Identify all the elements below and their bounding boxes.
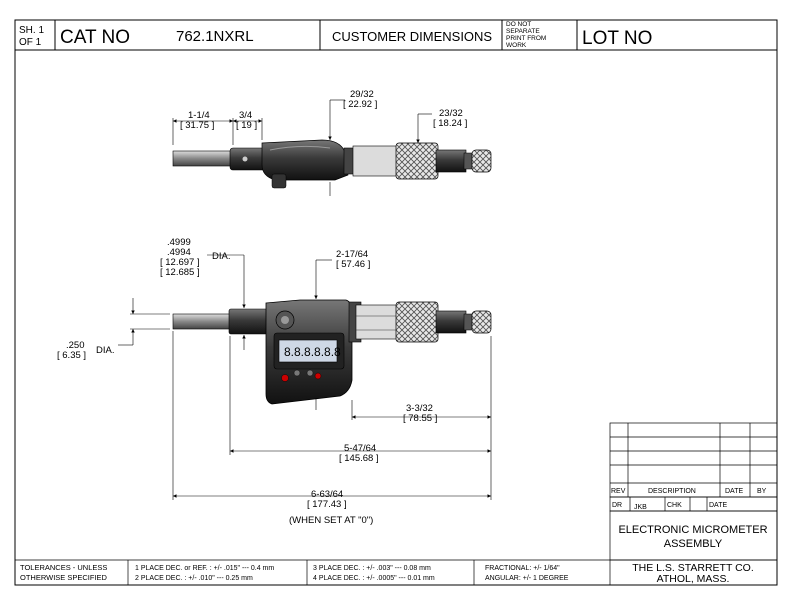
tolerance-two-place: 2 PLACE DEC. : +/- .010" --- 0.25 mm xyxy=(135,575,253,582)
sheet-border xyxy=(14,19,778,586)
tolerance-three-place: 3 PLACE DEC. : +/- .003" --- 0.08 mm xyxy=(313,565,431,572)
front-view-dimension-lines xyxy=(118,254,492,500)
dim-332-frac: 3-3/32 xyxy=(406,403,433,414)
tolerance-label-1: TOLERANCES - UNLESS xyxy=(20,563,107,572)
dr-value: JKB xyxy=(634,504,647,511)
dim-250-label: DIA. xyxy=(96,345,114,356)
dia-value-2: .4994 xyxy=(167,247,191,258)
tolerance-four-place: 4 PLACE DEC. : +/- .0005" --- 0.01 mm xyxy=(313,575,435,582)
dim-257-mm: [ 57.46 ] xyxy=(336,259,370,270)
lot-no-label: LOT NO xyxy=(582,28,652,49)
dia-value-3: [ 12.697 ] xyxy=(160,257,200,268)
company-name: THE L.S. STARRETT CO. xyxy=(632,562,754,574)
cat-no-value: 762.1NXRL xyxy=(176,28,254,45)
rev-header: REV xyxy=(611,488,626,495)
dr-label: DR xyxy=(612,502,622,509)
dim-a-mm: [ 31.75 ] xyxy=(180,120,214,131)
tolerance-label-2: OTHERWISE SPECIFIED xyxy=(20,573,108,582)
top-view-dimension-lines xyxy=(172,99,432,196)
dim-d-frac: 23/32 xyxy=(439,108,463,119)
description-header: DESCRIPTION xyxy=(648,488,696,495)
dia-value-1: .4999 xyxy=(167,237,191,248)
dim-c-mm: [ 22.92 ] xyxy=(343,99,377,110)
dim-547-mm: [ 145.68 ] xyxy=(339,453,379,464)
drawing-title-line1: ELECTRONIC MICROMETER xyxy=(618,524,767,536)
do-not-separate-4: WORK xyxy=(506,42,527,49)
tolerance-fractional: FRACTIONAL: +/- 1/64" xyxy=(485,565,560,572)
dim-332-mm: [ 78.55 ] xyxy=(403,413,437,424)
sheet-number: SH. 1 xyxy=(19,25,44,36)
set-at-zero-note: (WHEN SET AT "0") xyxy=(289,515,373,526)
dim-250-frac: .250 xyxy=(66,340,85,351)
dim-b-frac: 3/4 xyxy=(239,110,252,121)
do-not-separate-1: DO NOT xyxy=(506,21,531,28)
dia-label: DIA. xyxy=(212,251,230,262)
front-view-micrometer: 8.8.8.8.8.8 xyxy=(172,299,492,405)
by-header: BY xyxy=(757,488,767,495)
do-not-separate-2: SEPARATE xyxy=(506,28,540,35)
header-block xyxy=(15,20,777,51)
cat-no-label: CAT NO xyxy=(60,27,130,48)
top-view-micrometer xyxy=(172,139,492,189)
dim-b-mm: [ 19 ] xyxy=(236,120,257,131)
chk-label: CHK xyxy=(667,502,682,509)
dia-value-4: [ 12.685 ] xyxy=(160,267,200,278)
tolerance-one-place: 1 PLACE DEC. or REF. : +/- .015" --- 0.4… xyxy=(135,565,274,572)
tolerance-strip xyxy=(15,559,777,585)
sheet-of: OF 1 xyxy=(19,37,42,48)
dim-663-mm: [ 177.43 ] xyxy=(307,499,347,510)
dim-250-mm: [ 6.35 ] xyxy=(57,350,86,361)
lcd-display: 8.8.8.8.8.8 xyxy=(284,345,341,359)
dim-d-mm: [ 18.24 ] xyxy=(433,118,467,129)
date-header: DATE xyxy=(725,488,743,495)
date-label: DATE xyxy=(709,502,727,509)
company-location: ATHOL, MASS. xyxy=(657,573,730,585)
dim-257-frac: 2-17/64 xyxy=(336,249,368,260)
drawing-title-line2: ASSEMBLY xyxy=(664,538,723,550)
tolerance-angular: ANGULAR: +/- 1 DEGREE xyxy=(485,575,569,582)
dim-a-frac: 1-1/4 xyxy=(188,110,210,121)
dim-547-frac: 5-47/64 xyxy=(344,443,376,454)
do-not-separate-3: PRINT FROM xyxy=(506,35,546,42)
dim-663-frac: 6-63/64 xyxy=(311,489,343,500)
dim-c-frac: 29/32 xyxy=(350,89,374,100)
customer-dimensions: CUSTOMER DIMENSIONS xyxy=(332,29,492,44)
revision-block xyxy=(609,422,778,561)
